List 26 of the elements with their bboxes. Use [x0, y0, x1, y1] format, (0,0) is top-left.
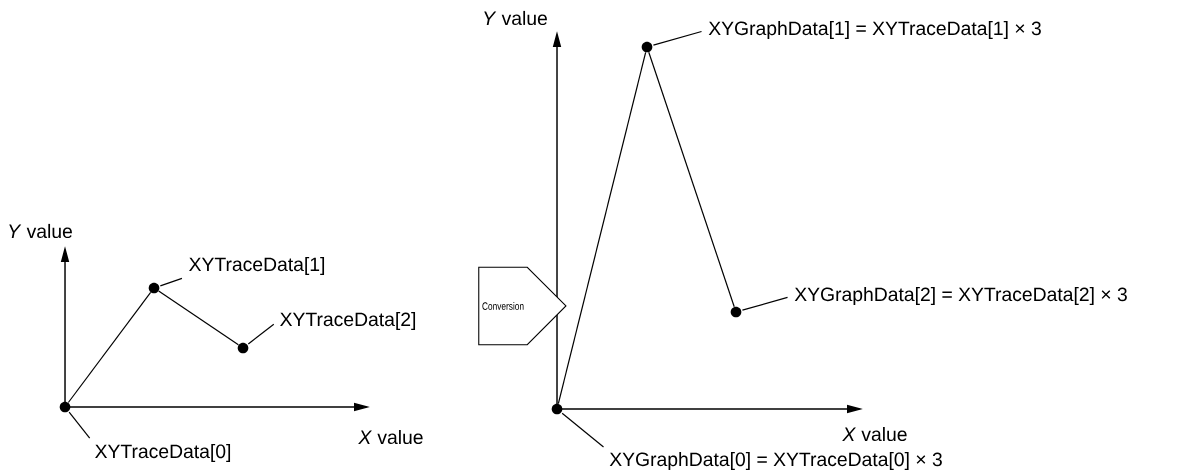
point-label: XYGraphData[1] = XYTraceData[1] × 3	[708, 21, 1041, 39]
graph-line	[557, 51, 647, 405]
leader-line	[68, 411, 91, 439]
point-label: XYTraceData[2]	[280, 312, 416, 330]
axis-label: Y value	[9, 223, 72, 239]
leader-line	[247, 323, 275, 345]
leader-line	[652, 30, 703, 46]
point-label: XYGraphData[2] = XYTraceData[2] × 3	[794, 287, 1127, 305]
point-label: XYTraceData[1]	[189, 257, 325, 275]
axis-label: X value	[842, 426, 907, 442]
leader-line	[561, 412, 605, 448]
graph-line	[648, 51, 735, 308]
axis-label: Y value	[484, 10, 547, 26]
leader-line	[159, 277, 183, 287]
data-point	[148, 282, 160, 294]
graph-line	[158, 290, 239, 346]
point-label: XYTraceData[0]	[95, 444, 231, 462]
point-label: XYGraphData[0] = XYTraceData[0] × 3	[609, 452, 942, 470]
data-point	[237, 342, 249, 354]
axis-label: X value	[358, 429, 423, 445]
leader-line	[741, 296, 789, 311]
graph-line	[67, 291, 152, 404]
data-point	[59, 401, 71, 413]
data-point	[551, 403, 563, 415]
data-point	[641, 41, 653, 53]
data-point	[730, 306, 742, 318]
